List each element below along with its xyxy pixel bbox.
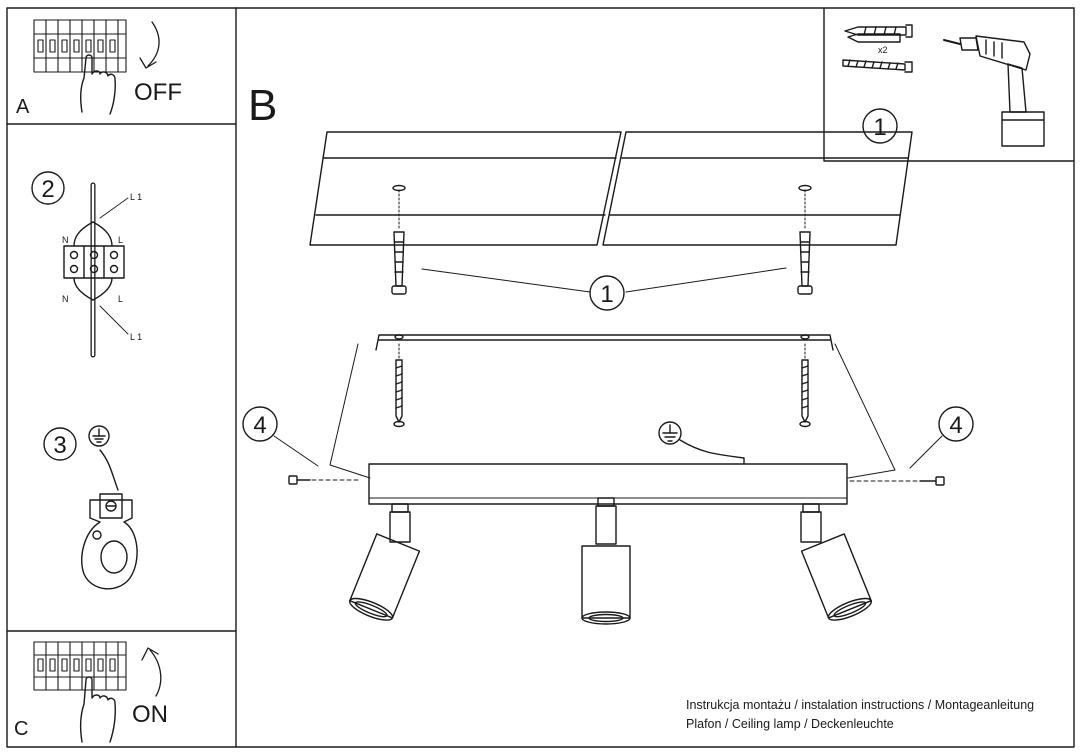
panel-a: A OFF bbox=[16, 19, 182, 118]
ground-symbol-icon bbox=[88, 425, 110, 447]
hand-off-icon bbox=[79, 54, 116, 115]
screw-right-icon bbox=[799, 343, 811, 428]
caption-line-2: Plafon / Ceiling lamp / Deckenleuchte bbox=[686, 717, 894, 731]
terminal-block bbox=[63, 245, 125, 279]
side-screw-right-icon bbox=[849, 476, 945, 486]
hand-on-icon bbox=[79, 676, 116, 743]
wall-plug-kit-icon bbox=[844, 24, 913, 43]
screw-left-icon bbox=[393, 343, 405, 428]
screw-kit-icon bbox=[842, 59, 913, 73]
ceiling-board bbox=[309, 131, 913, 246]
step-1-circle bbox=[862, 108, 898, 144]
spotlight-center bbox=[581, 497, 631, 625]
wall-plug-right-icon bbox=[797, 189, 813, 295]
wire-n-top: N bbox=[62, 235, 69, 245]
wiring-diagram: 2 L 1 L 1 N N L L bbox=[31, 171, 142, 358]
wire-l1-bottom: L 1 bbox=[130, 332, 142, 342]
callout-1-number: 1 bbox=[600, 281, 613, 308]
document-caption: Instrukcja montażu / instalation instruc… bbox=[686, 696, 1034, 734]
callout-wall-plugs: 1 bbox=[421, 267, 787, 311]
lamp-ground-symbol-icon bbox=[658, 421, 745, 465]
panel-c-letter: C bbox=[14, 718, 28, 740]
kit-quantity: x2 bbox=[878, 45, 888, 55]
panel-b-letter: B bbox=[248, 81, 277, 130]
wire-l-bottom: L bbox=[118, 294, 123, 304]
wire-l1-top: L 1 bbox=[130, 192, 142, 202]
breaker-panel-off-icon bbox=[33, 19, 127, 73]
step-3-number: 3 bbox=[53, 432, 66, 459]
callout-4-left-number: 4 bbox=[253, 412, 266, 439]
wire-n-bottom: N bbox=[62, 294, 69, 304]
callout-left-screw: 4 bbox=[242, 406, 319, 467]
on-arrow-head bbox=[141, 647, 159, 661]
off-label: OFF bbox=[134, 79, 182, 106]
assembly-guides bbox=[329, 343, 896, 479]
mounting-bracket bbox=[375, 334, 834, 351]
callout-right-screw: 4 bbox=[909, 406, 974, 469]
caption-line-1: Instrukcja montażu / instalation instruc… bbox=[686, 698, 1035, 712]
callout-4-right-number: 4 bbox=[949, 412, 962, 439]
side-screw-left-icon bbox=[288, 475, 361, 485]
spotlight-left bbox=[348, 503, 421, 621]
step-1-number: 1 bbox=[873, 114, 886, 141]
spotlight-right bbox=[800, 503, 873, 621]
step-2-circle bbox=[31, 171, 65, 205]
ground-connection: 3 bbox=[43, 425, 138, 590]
sheet-frame bbox=[6, 7, 1075, 748]
breaker-panel-on-icon bbox=[33, 641, 127, 691]
off-arrow-icon bbox=[147, 21, 160, 67]
step-2-number: 2 bbox=[41, 176, 54, 203]
step-3-circle bbox=[43, 427, 77, 461]
ground-terminal-icon bbox=[81, 499, 138, 590]
hardware-kit: x2 1 bbox=[842, 24, 1045, 147]
panel-a-letter: A bbox=[16, 96, 30, 118]
off-arrow-head bbox=[139, 57, 157, 69]
panel-c: C ON bbox=[14, 641, 168, 743]
drill-icon bbox=[943, 35, 1045, 147]
on-label: ON bbox=[132, 701, 168, 728]
wire-l-top: L bbox=[118, 235, 123, 245]
wall-plug-left-icon bbox=[391, 189, 407, 295]
on-arrow-icon bbox=[149, 649, 162, 697]
